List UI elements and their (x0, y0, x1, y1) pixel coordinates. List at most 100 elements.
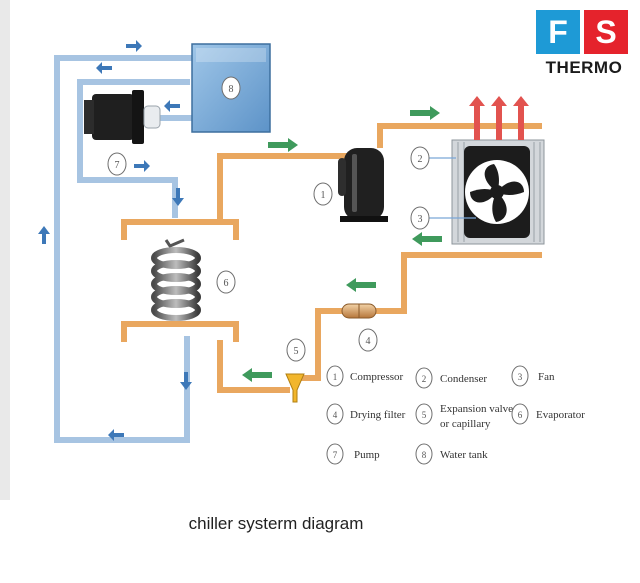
refrigerant-evaporator-inlet (217, 340, 290, 393)
legend-label: Pump (354, 449, 380, 461)
water-arrow-tank-in (164, 100, 180, 112)
legend-number: 1 (333, 372, 338, 382)
compressor (338, 148, 388, 222)
legend-label: Compressor (350, 371, 404, 383)
evaporator-top-bracket (121, 219, 239, 240)
legend-number: 5 (422, 410, 427, 420)
water-arrow-mid-left (96, 62, 112, 74)
legend-label: Condenser (440, 373, 487, 385)
refrigerant-liquid-line (300, 252, 542, 381)
fs-thermo-logo: F S THERMO (536, 10, 632, 80)
logo-letter-f: F (536, 10, 580, 54)
refrigerant-arrow-discharge (410, 106, 440, 120)
legend-number: 7 (333, 450, 338, 460)
legend-label: Water tank (440, 449, 488, 461)
evaporator-coil-turns (151, 247, 201, 321)
logo-letter-s: S (584, 10, 628, 54)
callout-number: 3 (418, 214, 423, 225)
left-edge-strip (0, 0, 10, 500)
compressor-base (340, 216, 388, 222)
water-pipe-outer-loop (54, 55, 240, 443)
legend-item-drying-filter: 4 Drying filter (326, 403, 406, 425)
expansion-valve (285, 373, 305, 403)
callout-connectors (428, 157, 476, 219)
callout-number: 1 (321, 190, 326, 201)
evaporator-coil-top-lead (164, 238, 185, 248)
legend-label: Drying filter (350, 409, 406, 421)
evaporator-coil (151, 238, 201, 321)
callout-number: 8 (229, 84, 234, 95)
callout-number: 6 (224, 278, 229, 289)
drying-filter (341, 303, 377, 319)
water-arrow-up (38, 226, 50, 244)
heat-arrows (469, 96, 529, 140)
pump-end-plate (132, 90, 144, 144)
callout-evaporator: 6 (216, 270, 236, 294)
refrigerant-flow-arrows (242, 106, 442, 382)
heat-arrow-3 (513, 96, 529, 140)
refrigerant-arrow-evap-in (242, 368, 272, 382)
legend-item-expansion-valve: 5 Expansion valve or capillary (415, 403, 513, 430)
pump (84, 90, 161, 144)
diagram-callouts: 8 7 1 2 3 6 4 5 (107, 76, 430, 362)
expansion-valve-body (285, 373, 305, 403)
legend-label: Fan (538, 371, 555, 383)
legend-number: 2 (422, 374, 427, 384)
diagram-area: 8 7 1 2 3 6 4 5 1 Compressor 2 Condenser (0, 0, 632, 500)
legend-label-line2: or capillary (440, 418, 491, 430)
refrigerant-arrow-liquid (346, 278, 376, 292)
legend-number: 3 (518, 372, 523, 382)
diagram-caption: chiller systerm diagram (188, 514, 364, 533)
callout-number: 7 (115, 160, 120, 171)
chiller-diagram: 8 7 1 2 3 6 4 5 1 Compressor 2 Condenser (38, 40, 585, 465)
callout-compressor: 1 (313, 182, 333, 206)
heat-arrow-2 (491, 96, 507, 140)
water-flow-arrows (38, 40, 192, 441)
refrigerant-discharge-line (377, 123, 542, 148)
pump-head (143, 105, 161, 129)
pump-motor-cap (84, 100, 94, 134)
water-arrow-down-1 (172, 188, 184, 206)
water-tank (191, 43, 271, 133)
callout-number: 4 (366, 336, 371, 347)
legend-label: Expansion valve (440, 403, 513, 415)
fan-blades (470, 164, 524, 222)
logo-brand-text: THERMO (545, 58, 623, 77)
callout-fan: 3 (410, 206, 430, 230)
compressor-accumulator (338, 158, 346, 196)
legend-number: 6 (518, 410, 523, 420)
refrigerant-arrow-suction (268, 138, 298, 152)
legend-item-water-tank: 8 Water tank (415, 443, 488, 465)
legend-item-fan: 3 Fan (511, 365, 555, 387)
evaporator-bottom-bracket (121, 321, 239, 342)
compressor-highlight (352, 154, 357, 212)
callout-expansion-valve: 5 (286, 338, 306, 362)
refrigerant-arrow-condenser-out (412, 232, 442, 246)
callout-condenser: 2 (410, 146, 430, 170)
water-tank-highlight (196, 48, 266, 62)
pump-motor-body (92, 94, 134, 140)
compressor-shell (344, 148, 384, 220)
water-pipes (54, 55, 240, 443)
refrigerant-suction-line (217, 153, 350, 224)
water-pipe-tank-to-pump (77, 79, 190, 218)
legend-item-condenser: 2 Condenser (415, 367, 487, 389)
callout-number: 2 (418, 154, 423, 165)
legend-number: 8 (422, 450, 427, 460)
water-arrow-right-small (134, 160, 150, 172)
condenser-fan-unit (451, 139, 545, 245)
legend: 1 Compressor 2 Condenser 3 Fan 4 Drying … (326, 365, 585, 465)
heat-arrow-1 (469, 96, 485, 140)
legend-item-pump: 7 Pump (326, 443, 380, 465)
legend-item-evaporator: 6 Evaporator (511, 403, 585, 425)
legend-number: 4 (333, 410, 338, 420)
legend-item-compressor: 1 Compressor (326, 365, 404, 387)
water-arrow-down-2 (180, 372, 192, 390)
water-arrow-bottom-left (108, 429, 124, 441)
callout-drying-filter: 4 (358, 328, 378, 352)
callout-pump: 7 (107, 152, 127, 176)
water-arrow-top-right (126, 40, 142, 52)
callout-number: 5 (294, 346, 299, 357)
callout-water-tank: 8 (221, 76, 241, 100)
legend-label: Evaporator (536, 409, 585, 421)
